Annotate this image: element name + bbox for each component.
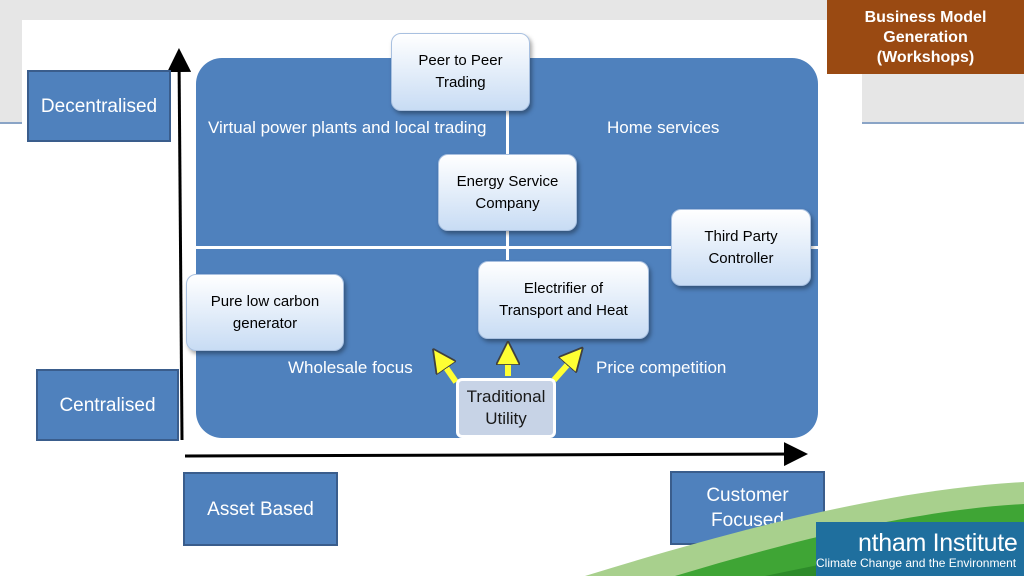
quadrant-label-top-left: Virtual power plants and local trading [208,118,487,137]
energy-service-box: Energy Service Company [438,154,577,231]
y-axis [167,48,192,441]
x-axis [184,442,808,467]
arrow-left [438,356,459,384]
quadrant-label-top-right: Home services [607,118,720,137]
third-party-box: Third Party Controller [671,209,811,286]
quadrant-label-bottom-left: Wholesale focus [288,358,413,377]
horizontal-divider [196,246,818,249]
pure-low-carbon-box: Pure low carbon generator [186,274,344,351]
quadrant-label-bottom-right: Price competition [596,358,727,377]
logo-subtitle: Climate Change and the Environment [816,556,1017,570]
y-axis-top-label: Decentralised [27,70,171,142]
y-axis-bottom-label: Centralised [36,369,179,441]
institute-logo [585,482,1024,576]
electrifier-box: Electrifier of Transport and Heat [478,261,649,339]
corner-title: Business Model Generation (Workshops) [827,0,1024,74]
arrow-right [551,354,577,382]
traditional-utility-box: Traditional Utility [456,378,556,438]
x-axis-left-label: Asset Based [183,472,338,546]
peer-to-peer-box: Peer to Peer Trading [391,33,530,111]
logo-title: ntham Institute [858,529,1018,557]
